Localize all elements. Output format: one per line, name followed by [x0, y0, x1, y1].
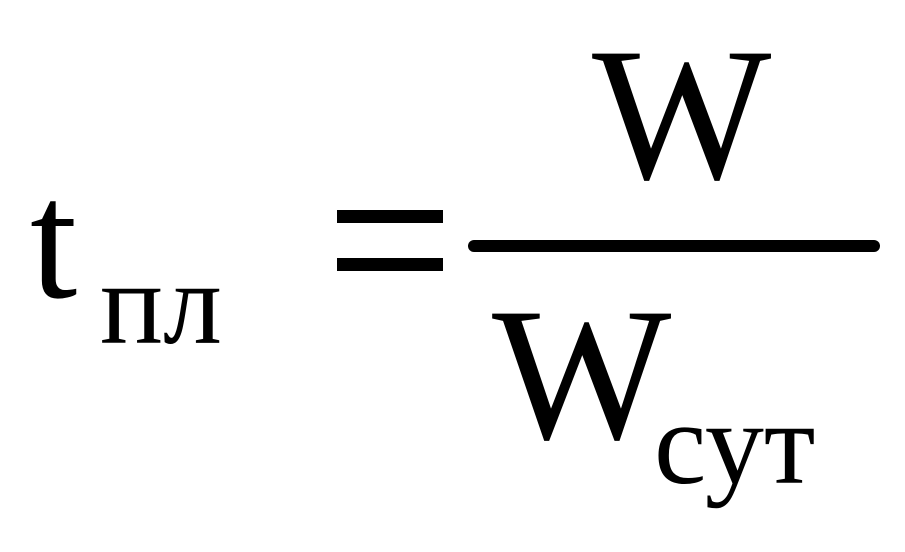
lhs-subscript: пл — [100, 238, 223, 369]
fraction-numerator: W — [592, 10, 772, 220]
fraction-denominator-symbol: W — [492, 270, 672, 480]
equals-sign-top-bar — [337, 210, 443, 223]
fraction-bar — [468, 240, 880, 252]
fraction-denominator-subscript: сут — [654, 378, 816, 509]
lhs-symbol: t — [30, 146, 78, 334]
equals-sign-bottom-bar — [337, 258, 443, 271]
